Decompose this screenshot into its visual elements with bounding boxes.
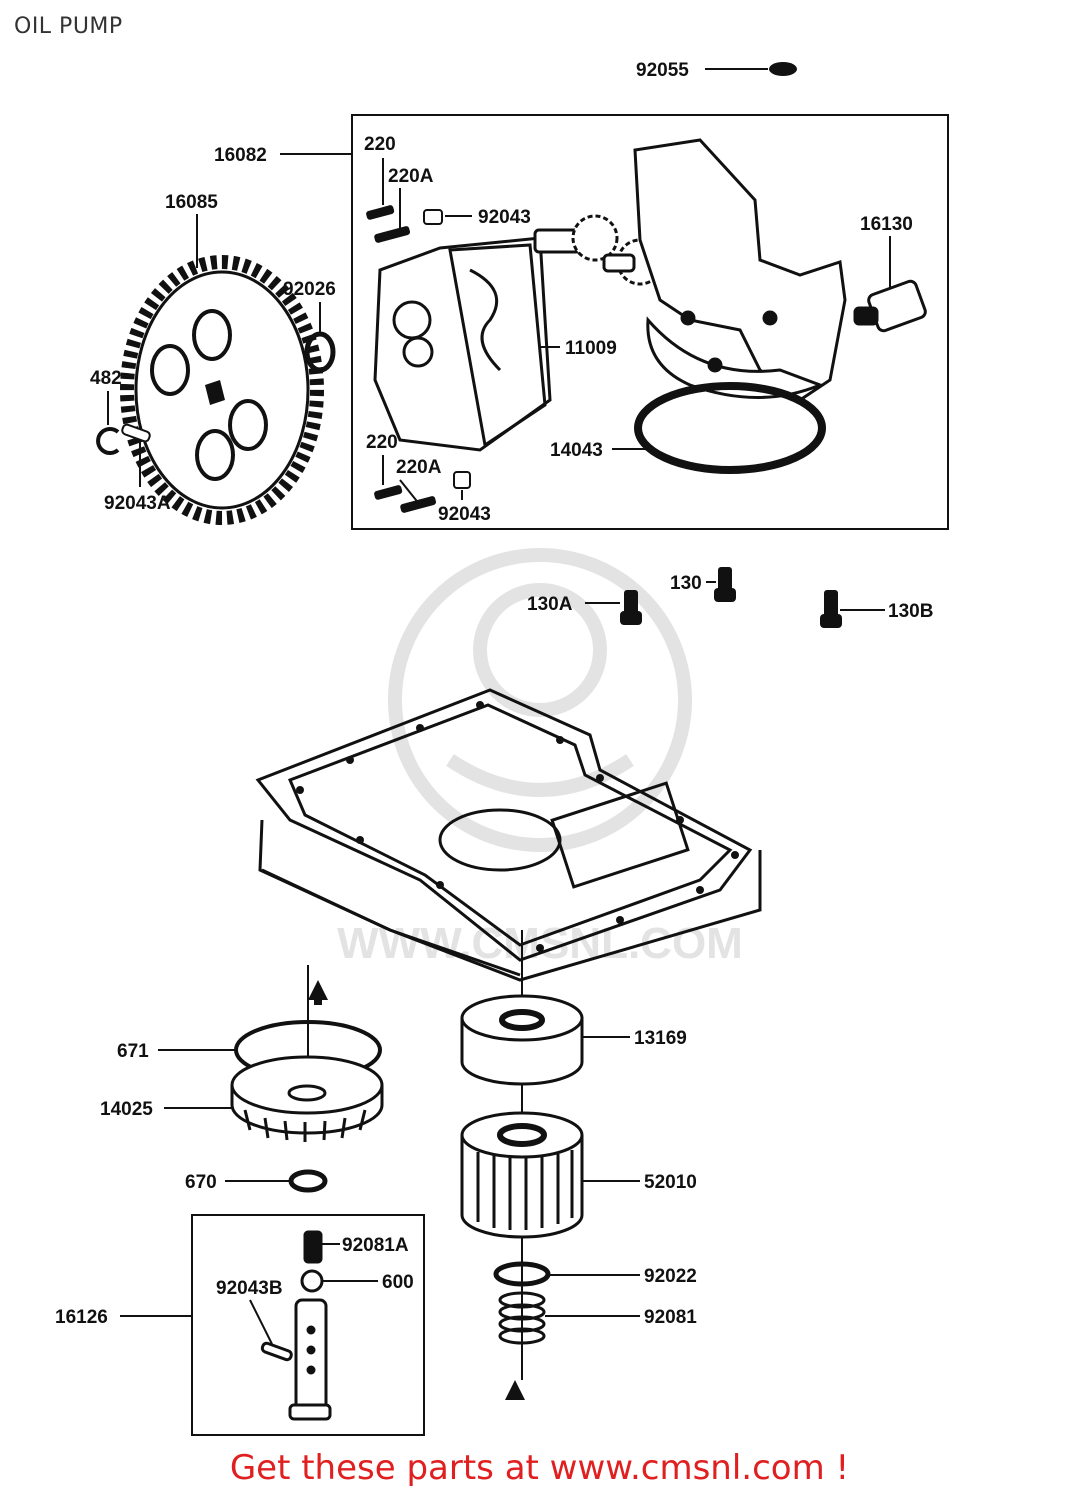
part-label-92043B: 92043B <box>216 1278 283 1299</box>
circlip-482 <box>96 427 120 455</box>
promo-footer-link[interactable]: Get these parts at www.cmsnl.com ! <box>229 1448 850 1488</box>
watermark-text: WWW.CMSNL.COM <box>337 919 743 968</box>
part-label-14043: 14043 <box>550 440 603 461</box>
part-label-92043A: 92043A <box>104 493 171 514</box>
bolts-lower <box>374 471 471 513</box>
part-label-220A-lower: 220A <box>396 457 442 478</box>
relief-valve-16130 <box>853 279 927 333</box>
part-label-14025: 14025 <box>100 1099 153 1120</box>
part-label-92043: 92043 <box>478 207 531 228</box>
filter-cover-13169 <box>460 994 584 1086</box>
part-label-92043-lower: 92043 <box>438 504 491 525</box>
part-label-52010: 52010 <box>644 1172 697 1193</box>
part-label-92026: 92026 <box>283 279 336 300</box>
leader-lines <box>107 68 891 1345</box>
relief-valve-16126-parts <box>260 1230 332 1421</box>
part-label-16082: 16082 <box>214 145 267 166</box>
pin-92043A <box>121 423 151 443</box>
oil-pan-gasket <box>255 688 762 982</box>
part-label-13169: 13169 <box>634 1028 687 1049</box>
part-label-600: 600 <box>382 1272 414 1293</box>
part-label-130: 130 <box>670 573 702 594</box>
part-label-92081: 92081 <box>644 1307 697 1328</box>
washer-670 <box>288 1169 328 1193</box>
part-label-92055: 92055 <box>636 60 689 81</box>
oil-pump-gear-16085 <box>120 255 324 525</box>
part-label-92081A: 92081A <box>342 1235 409 1256</box>
part-label-130B: 130B <box>888 601 933 622</box>
part-label-16085: 16085 <box>165 192 218 213</box>
part-label-16130: 16130 <box>860 214 913 235</box>
part-label-671: 671 <box>117 1041 149 1062</box>
washer-92055 <box>769 62 797 76</box>
part-label-670: 670 <box>185 1172 217 1193</box>
part-label-16126: 16126 <box>55 1307 108 1328</box>
part-label-220-lower: 220 <box>366 432 398 453</box>
pump-cover-11009 <box>373 236 552 452</box>
bolts-130 <box>620 567 842 628</box>
oil-pump-assembly-frame <box>351 114 949 530</box>
flow-arrow-down <box>505 1380 525 1400</box>
o-ring-14043 <box>634 382 826 474</box>
part-label-11009: 11009 <box>565 338 617 359</box>
flow-arrow-up <box>308 980 328 1005</box>
bolts-upper <box>366 205 443 243</box>
part-label-130A: 130A <box>527 594 573 615</box>
pump-body <box>633 138 847 402</box>
part-label-92022: 92022 <box>644 1266 697 1287</box>
relief-valve-frame-16126 <box>191 1214 425 1436</box>
part-label-220: 220 <box>364 134 396 155</box>
oil-filter-52010 <box>460 1111 584 1239</box>
gasket-holes <box>296 701 739 952</box>
part-label-482: 482 <box>90 368 122 389</box>
part-label-220A: 220A <box>388 166 434 187</box>
page-title: OIL PUMP <box>14 14 123 39</box>
spring-92081 <box>498 1291 546 1345</box>
strainer-14025 <box>230 1055 384 1142</box>
